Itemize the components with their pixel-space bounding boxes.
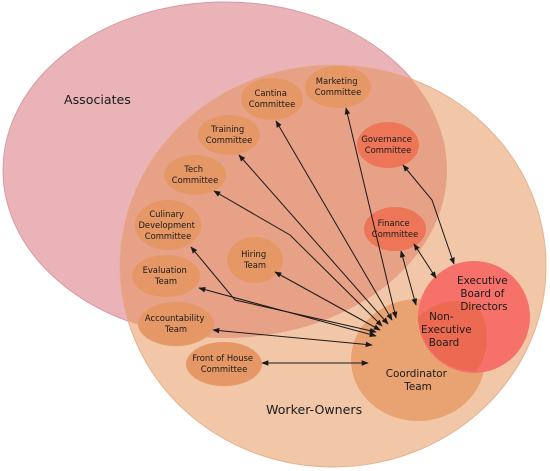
non-executive-board-label: Non- Executive Board	[421, 311, 475, 349]
marketing-committee-label: Marketing Committee	[315, 76, 362, 97]
tech-committee-label: Tech Committee	[172, 164, 219, 185]
arrows	[190, 107, 455, 366]
arrow-finance-coordinator	[399, 250, 418, 306]
accountability-team-label: Accountability Team	[145, 313, 207, 334]
non-executive-board-overlap	[418, 301, 488, 372]
governance-committee-label: Governance Committee	[361, 134, 414, 155]
front-of-house-committee-node	[186, 342, 262, 386]
arrow-accountability	[212, 327, 373, 348]
training-committee-node	[198, 115, 260, 155]
evaluation-team-label: Evaluation Team	[143, 265, 190, 286]
culinary-committee-label: Culinary Development Committee	[138, 209, 197, 241]
worker-owners-label: Worker-Owners	[266, 402, 362, 417]
training-committee-label: Training Committee	[206, 124, 253, 145]
finance-committee-label: Finance Committee	[372, 218, 419, 239]
culinary-committee-node	[135, 200, 201, 250]
coordinator-team-label: Coordinator Team	[386, 368, 451, 393]
associates-label: Associates	[64, 92, 131, 107]
arrow-finance-executive	[413, 243, 437, 279]
arrow-governance	[402, 164, 455, 265]
executive-board-label: Executive Board of Directors	[457, 275, 511, 313]
cantina-committee-label: Cantina Committee	[249, 88, 296, 109]
evaluation-team-node	[132, 255, 200, 297]
front-of-house-committee-label: Front of House Committee	[192, 353, 256, 374]
hiring-team-label: Hiring Team	[241, 249, 269, 270]
cantina-committee-node	[241, 78, 303, 120]
marketing-committee-node	[305, 66, 371, 108]
tech-committee-node	[164, 155, 226, 195]
